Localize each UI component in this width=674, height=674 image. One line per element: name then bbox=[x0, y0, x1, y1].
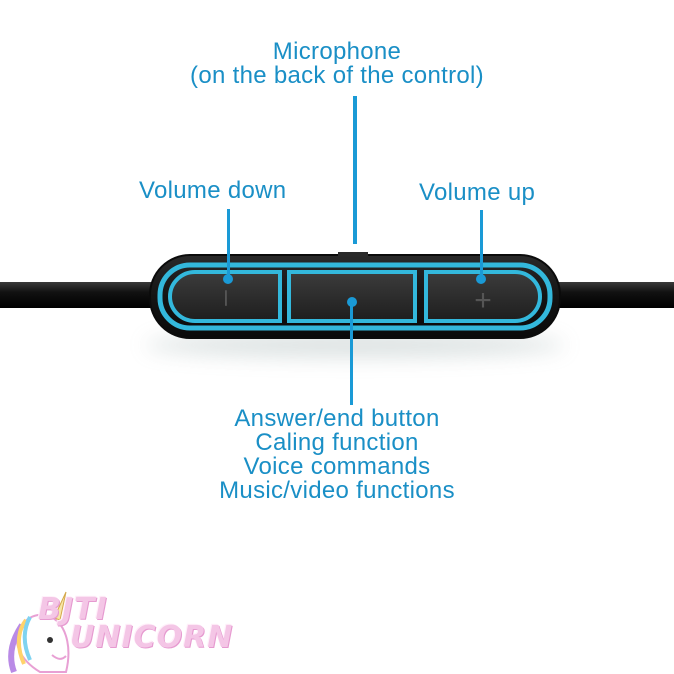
cable-right bbox=[540, 282, 674, 308]
volume-down-button[interactable] bbox=[168, 270, 282, 323]
answer-label-line2: Caling function bbox=[255, 429, 419, 456]
answer-label-line3: Voice commands bbox=[243, 453, 431, 480]
watermark-line2: UNICORN bbox=[70, 620, 234, 655]
answer-callout-line bbox=[350, 305, 353, 405]
watermark-line1: BJTI bbox=[38, 592, 108, 627]
answer-label-line1: Answer/end button bbox=[234, 405, 440, 432]
volume-up-callout-line bbox=[480, 210, 483, 278]
button-outline bbox=[157, 262, 553, 331]
volume-up-label: Volume up bbox=[419, 179, 536, 206]
volume-down-dot bbox=[223, 274, 233, 284]
volume-up-dot bbox=[476, 274, 486, 284]
minus-glyph: – bbox=[213, 290, 244, 306]
answer-label-line4: Music/video functions bbox=[219, 477, 455, 504]
watermark: BJTI UNICORN bbox=[0, 588, 250, 674]
cable-left bbox=[0, 282, 170, 308]
microphone-label-line1: Microphone bbox=[272, 38, 402, 65]
microphone-port bbox=[338, 252, 368, 256]
plus-glyph: + bbox=[474, 284, 492, 317]
answer-button-label: Answer/end button Caling function Voice … bbox=[187, 407, 487, 503]
answer-dot bbox=[347, 297, 357, 307]
unicorn-logo bbox=[8, 591, 70, 674]
microphone-callout-line bbox=[353, 96, 357, 244]
volume-down-label: Volume down bbox=[139, 177, 287, 204]
microphone-label-line2: (on the back of the control) bbox=[190, 62, 484, 89]
microphone-label: Microphone (on the back of the control) bbox=[137, 40, 537, 88]
volume-up-button[interactable] bbox=[424, 270, 542, 323]
volume-down-callout-line bbox=[227, 209, 230, 277]
